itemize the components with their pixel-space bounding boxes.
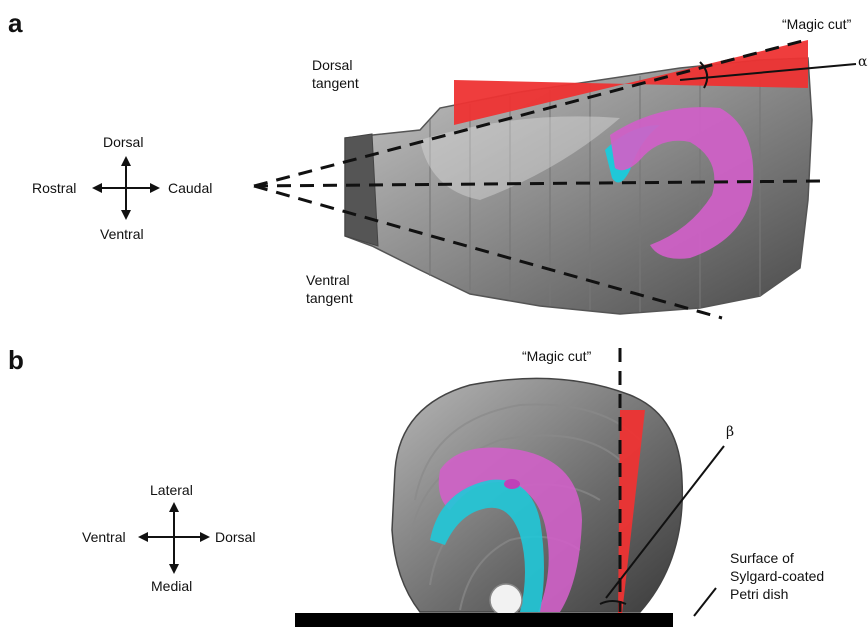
compass-a-dorsal: Dorsal: [103, 134, 143, 151]
surface-label-line2: Sylgard-coated: [730, 568, 824, 585]
compass-b-ventral: Ventral: [82, 529, 126, 546]
dorsal-tangent-label-line2: tangent: [312, 75, 359, 92]
panel-b-beta-label: β: [726, 424, 734, 441]
compass-b-lateral: Lateral: [150, 482, 193, 499]
compass-a-rostral: Rostral: [32, 180, 76, 197]
panel-a-alpha-label: α: [858, 54, 867, 71]
compass-a-caudal: Caudal: [168, 180, 212, 197]
panel-a-orientation-compass: [92, 156, 160, 220]
compass-a-ventral: Ventral: [100, 226, 144, 243]
panel-a-magic-cut-label: “Magic cut”: [782, 16, 851, 33]
panel-b-magic-cut-label: “Magic cut”: [522, 348, 591, 365]
compass-b-medial: Medial: [151, 578, 192, 595]
surface-label-line3: Petri dish: [730, 586, 788, 603]
surface-label-pointer: [694, 588, 716, 616]
petri-dish-surface-bar: [295, 613, 673, 627]
compass-b-dorsal: Dorsal: [215, 529, 255, 546]
surface-label-line1: Surface of: [730, 550, 794, 567]
dorsal-tangent-label-line1: Dorsal: [312, 57, 352, 74]
ventral-tangent-label-line2: tangent: [306, 290, 353, 307]
panel-b-orientation-compass: [138, 502, 210, 574]
ventral-tangent-label-line1: Ventral: [306, 272, 350, 289]
